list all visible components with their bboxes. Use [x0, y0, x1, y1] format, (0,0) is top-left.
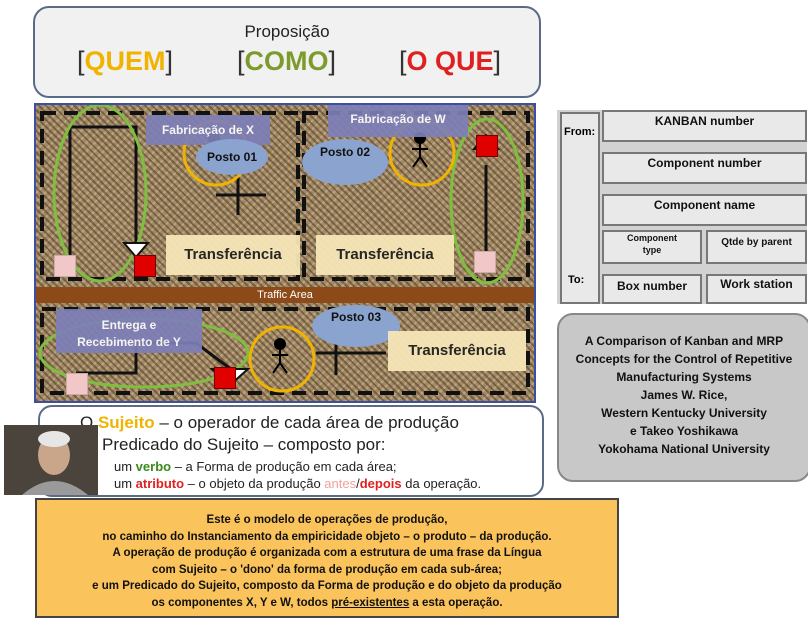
part-red-2 [476, 135, 498, 157]
area-label-fab-x: Fabricação de X [146, 115, 270, 145]
transferencia-1: Transferência [166, 235, 300, 275]
ref-line: Yokohama National University [598, 442, 770, 456]
transferencia-2: Transferência [316, 235, 454, 275]
ref-line: e Takeo Yoshikawa [629, 424, 739, 438]
ref-line: Western Kentucky University [601, 406, 767, 420]
factory-floor: Fabricação de X Fabricação de W Posto 01… [34, 103, 536, 403]
transferencia-3: Transferência [388, 331, 526, 371]
part-red-3 [214, 367, 236, 389]
area-label-fab-w: Fabricação de W [328, 105, 468, 137]
traffic-area: Traffic Area [36, 287, 534, 303]
ref-line: A Comparison of Kanban and MRP [584, 334, 784, 348]
explanation-line: com Sujeito – o 'dono' da forma de produ… [152, 563, 502, 576]
term-oque: [O QUE] [399, 46, 502, 76]
explanation-line: A operação de produção é organizada com … [112, 547, 542, 559]
term-quem: [QUEM] [77, 46, 174, 76]
box-number-field: Box number [602, 274, 702, 304]
part-red-1 [134, 255, 156, 277]
part-pink-3 [66, 373, 88, 395]
explanation-line: Este é o modelo de operações de produção… [206, 514, 448, 526]
area-label-entrega: Entrega e Recebimento de Y [56, 309, 202, 353]
posto-01: Posto 01 [196, 139, 268, 175]
kanban-from-label: From: [564, 126, 596, 138]
explanation-box: Este é o modelo de operações de produção… [35, 498, 619, 618]
presenter-webcam [4, 425, 98, 495]
ref-line: James W. Rice, [640, 388, 728, 402]
explanation-line: no caminho do Instanciamento da empirici… [102, 530, 552, 543]
explanation-line-last: os componentes X, Y e W, todos pré-exist… [151, 596, 503, 609]
ref-line: Concepts for the Control of Repetitive [575, 352, 793, 366]
kanban-to-label: To: [568, 274, 585, 286]
sujeito-line-3: um verbo – a Forma de produção em cada á… [114, 459, 397, 474]
posto-03: Posto 03 [312, 305, 400, 347]
component-type-field: Component type [602, 230, 702, 264]
term-como: [COMO] [237, 46, 337, 76]
ref-line: Manufacturing Systems [616, 370, 752, 384]
component-number-field: Component number [602, 152, 807, 184]
proposition-box: Proposição [QUEM] [COMO] [O QUE] [33, 6, 541, 98]
component-name-field: Component name [602, 194, 807, 226]
explanation-line: e um Predicado do Sujeito, composto da F… [92, 580, 562, 592]
part-pink-1 [54, 255, 76, 277]
presenter-silhouette [4, 425, 98, 495]
kanban-from-column: From: To: [560, 112, 600, 304]
sujeito-line-1: O Sujeito – o operador de cada área de p… [80, 413, 459, 432]
sujeito-line-4: um atributo – o objeto da produção antes… [114, 476, 482, 491]
proposition-title: Proposição [244, 22, 330, 41]
work-station-field: Work station [706, 274, 807, 304]
reference-box: A Comparison of Kanban and MRP Concepts … [557, 313, 808, 482]
sujeito-line-2: Predicado do Sujeito – composto por: [102, 435, 386, 454]
posto-02: Posto 02 [302, 139, 388, 185]
qtde-field: Qtde by parent [706, 230, 807, 264]
part-pink-2 [474, 251, 496, 273]
sujeito-box: O Sujeito – o operador de cada área de p… [38, 405, 544, 497]
kanban-number-field: KANBAN number [602, 110, 807, 142]
